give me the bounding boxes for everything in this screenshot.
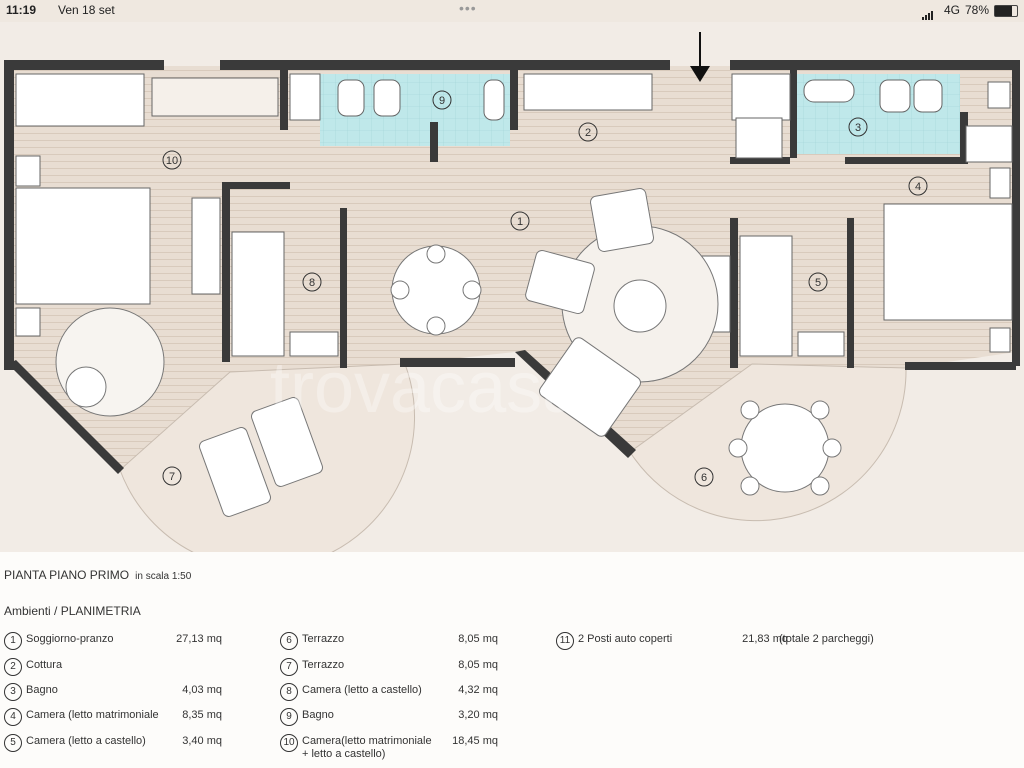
room-number-7: 7 <box>169 471 175 483</box>
floor-plan-drawing: trovacasa 1 2 3 4 5 6 7 8 9 10 <box>4 32 1020 552</box>
legend-label: Camera (letto matrimoniale <box>26 709 159 721</box>
legend-label: Bagno <box>302 709 334 721</box>
signal-icon <box>922 6 934 20</box>
network-type: 4G <box>944 3 961 17</box>
legend-number: 11 <box>556 632 574 650</box>
room-marker-8 <box>302 272 322 292</box>
legend-number: 5 <box>4 734 22 752</box>
legend-label: Terrazzo <box>302 633 345 645</box>
battery-percent: 78% <box>965 3 990 17</box>
legend-number: 6 <box>280 632 298 650</box>
room-marker-4 <box>908 176 928 196</box>
legend-label: Cottura <box>26 659 63 671</box>
legend-number: 8 <box>280 683 298 701</box>
room-marker-7 <box>162 466 182 486</box>
room-marker-6 <box>694 467 714 487</box>
legend-area: 8,05 mq <box>458 659 498 671</box>
legend-area: 8,35 mq <box>182 709 222 721</box>
legend-label: Camera(letto matrimoniale <box>302 735 432 747</box>
legend-area: 8,05 mq <box>458 633 498 645</box>
legend-area: 3,20 mq <box>458 709 498 721</box>
room-number-8: 8 <box>309 277 315 289</box>
legend-label: Soggiorno-pranzo <box>26 633 114 645</box>
room-marker-5 <box>808 272 828 292</box>
watermark: trovacasa <box>270 348 583 428</box>
room-marker-1 <box>510 211 530 231</box>
legend-area: 3,40 mq <box>182 735 222 747</box>
legend-area: 27,13 mq <box>176 633 222 645</box>
legend-label: Terrazzo <box>302 659 345 671</box>
entrance-arrow-icon <box>690 32 710 82</box>
legend-label-line2: + letto a castello) <box>302 748 386 760</box>
status-date: Ven 18 set <box>58 3 115 17</box>
walls <box>4 60 1020 370</box>
legend-label: Bagno <box>26 684 58 696</box>
legend-area: 21,83 mq <box>742 633 788 645</box>
floor-plan: trovacasa 1 2 3 4 5 6 7 8 9 10 <box>0 22 1024 552</box>
legend-number: 1 <box>4 632 22 650</box>
room-marker-10 <box>162 150 182 170</box>
status-time: 11:19 <box>6 3 37 17</box>
legend-area: 4,32 mq <box>458 684 498 696</box>
legend-area: 4,03 mq <box>182 684 222 696</box>
room-marker-9 <box>432 90 452 110</box>
legend-note: (totale 2 parcheggi) <box>779 633 874 645</box>
furniture <box>15 73 1013 357</box>
plan-scale: in scala 1:50 <box>135 571 192 582</box>
legend-number: 7 <box>280 658 298 676</box>
room-number-9: 9 <box>439 95 445 107</box>
room-number-3: 3 <box>855 122 861 134</box>
battery-icon <box>994 5 1018 17</box>
legend-subtitle: Ambienti / PLANIMETRIA <box>4 604 141 618</box>
room-marker-3 <box>848 117 868 137</box>
legend-label: Camera (letto a castello) <box>26 735 146 747</box>
legend-number: 4 <box>4 708 22 726</box>
room-number-6: 6 <box>701 472 707 484</box>
legend-area: 18,45 mq <box>452 735 498 747</box>
room-number-1: 1 <box>517 216 523 228</box>
legend-number: 10 <box>280 734 298 752</box>
status-bar: 11:19 Ven 18 set ••• 4G 78% <box>0 0 1024 22</box>
tables <box>55 188 842 517</box>
legend-number: 3 <box>4 683 22 701</box>
room-number-2: 2 <box>585 127 591 139</box>
room-marker-2 <box>578 122 598 142</box>
legend-label: 2 Posti auto coperti <box>578 633 673 645</box>
legend-number: 9 <box>280 708 298 726</box>
legend-number: 2 <box>4 658 22 676</box>
room-labels: 1 2 3 4 5 6 7 8 9 10 <box>162 90 928 487</box>
wall-left-diagonal <box>8 360 124 474</box>
room-number-5: 5 <box>815 277 821 289</box>
legend-label: Camera (letto a castello) <box>302 684 422 696</box>
room-number-4: 4 <box>915 181 921 193</box>
interior-floor <box>8 66 1016 470</box>
room-number-10: 10 <box>166 155 178 167</box>
multitask-dots-icon[interactable]: ••• <box>459 0 477 16</box>
